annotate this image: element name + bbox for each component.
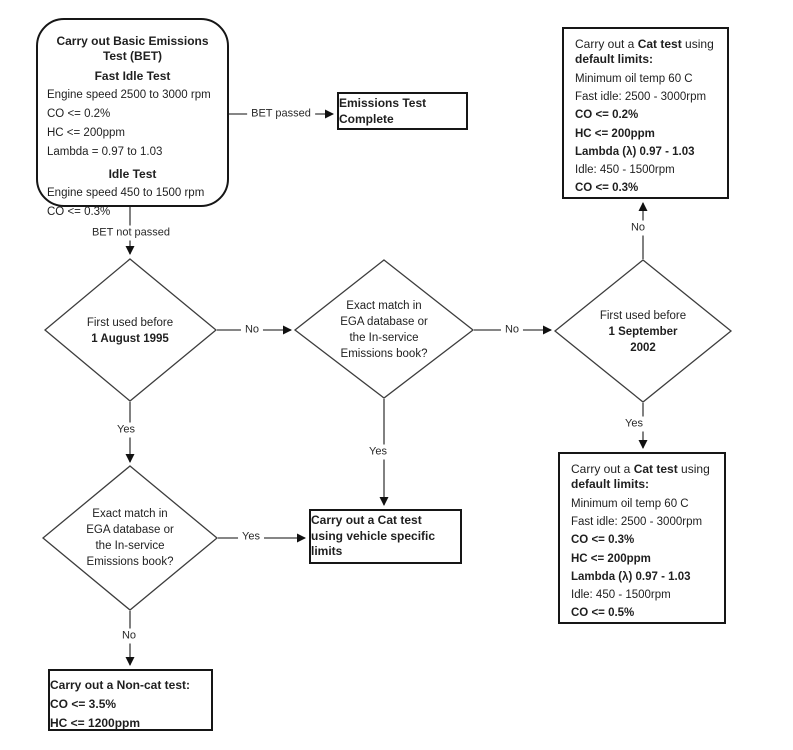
node-cat-test-default-limits-top: Carry out a Cat test using default limit… <box>562 27 729 199</box>
cat-top-line: CO <= 0.2% <box>575 109 639 122</box>
bet-title-line1: Carry out Basic Emissions <box>56 34 209 48</box>
bet-line: HC <= 200ppm <box>47 127 125 139</box>
cat-bottom-line: HC <= 200ppm <box>571 552 651 565</box>
d1995-line2: 1 August 1995 <box>91 333 169 345</box>
decision-diamond-first-used-1995 <box>43 258 218 402</box>
complete-line1: Emissions Test <box>339 96 427 110</box>
edge-label-bet-not-passed: BET not passed <box>87 225 175 241</box>
vehicle-line3: limits <box>311 544 343 559</box>
bet-line: Engine speed 2500 to 3000 rpm <box>47 89 211 101</box>
edge-label-no-1995-to-middle: No <box>240 322 264 338</box>
diamond-label-ega-match-lower: Exact match in EGA database or the In-se… <box>86 506 174 570</box>
cat-top-line: HC <= 200ppm <box>575 127 655 140</box>
node-cat-test-vehicle-specific: Carry out a Cat test using vehicle speci… <box>309 509 462 564</box>
node-emissions-test-complete: Emissions Test Complete <box>337 92 468 130</box>
cat-bottom-line: Idle: 450 - 1500rpm <box>571 589 671 602</box>
vehicle-line1: Carry out a Cat test <box>311 513 422 528</box>
complete-line2: Complete <box>339 112 394 126</box>
edge-label-bet-passed: BET passed <box>247 106 315 122</box>
cat-bottom-heading-b1: Cat test <box>633 462 678 476</box>
cat-bottom-heading-r1: Carry out a <box>571 462 634 476</box>
cat-top-line: CO <= 0.3% <box>575 182 639 195</box>
noncat-line3: HC <= 1200ppm <box>50 716 141 730</box>
dmid-line: EGA database or <box>340 316 428 328</box>
cat-bottom-line: Minimum oil temp 60 C <box>571 498 689 510</box>
cat-top-line: Idle: 450 - 1500rpm <box>575 164 675 177</box>
dlow-line: Exact match in <box>92 508 168 520</box>
decision-diamond-ega-match-lower <box>41 465 219 611</box>
diamond-label-first-used-2002: First used before 1 September 2002 <box>600 308 686 356</box>
dmid-line: the In-service <box>349 332 419 344</box>
d1995-line1: First used before <box>86 317 174 329</box>
dmid-line: Emissions book? <box>340 348 428 360</box>
cat-top-line: Fast idle: 2500 - 3000rpm <box>575 91 707 104</box>
node-basic-emissions-test: Carry out Basic Emissions Test (BET) Fas… <box>36 18 229 218</box>
d2002-line2: 1 September <box>608 326 678 338</box>
cat-top-heading-b1: Cat test <box>637 37 682 51</box>
edge-label-yes-2002-down: Yes <box>621 416 647 432</box>
bet-line: Engine speed 450 to 1500 rpm <box>47 187 205 199</box>
cat-bottom-line: Lambda (λ) 0.97 - 1.03 <box>571 570 691 583</box>
dlow-line: the In-service <box>95 540 165 552</box>
decision-diamond-first-used-2002 <box>553 259 733 403</box>
cat-bottom-heading: Carry out a Cat test using default limit… <box>571 462 724 492</box>
dmid-line: Exact match in <box>346 300 422 312</box>
edge-label-no-middle-to-2002: No <box>500 322 524 338</box>
dlow-line: EGA database or <box>86 524 174 536</box>
bet-title: Carry out Basic Emissions Test (BET) <box>38 20 227 64</box>
cat-bottom-line: Fast idle: 2500 - 3000rpm <box>571 516 703 529</box>
bet-title-line2: Test (BET) <box>102 49 163 63</box>
diamond-label-ega-match-middle: Exact match in EGA database or the In-se… <box>340 298 428 362</box>
bet-line: CO <= 0.2% <box>47 108 111 120</box>
vehicle-line2: using vehicle specific <box>311 528 436 543</box>
cat-top-heading-r2: using <box>681 37 714 51</box>
edge-label-yes-lower-right: Yes <box>238 529 264 545</box>
noncat-line1: Carry out a Non-cat test: <box>50 678 191 692</box>
d2002-line1: First used before <box>599 310 687 322</box>
bet-fast-idle-lines: Engine speed 2500 to 3000 rpm CO <= 0.2%… <box>38 86 227 162</box>
decision-diamond-ega-match-middle <box>293 259 475 399</box>
node-non-cat-test: Carry out a Non-cat test: CO <= 3.5% HC … <box>48 669 213 731</box>
edge-label-no-2002-to-top: No <box>626 220 650 236</box>
cat-top-line: Lambda (λ) 0.97 - 1.03 <box>575 145 695 158</box>
diamond-label-first-used-1995: First used before 1 August 1995 <box>87 315 173 347</box>
cat-top-line: Minimum oil temp 60 C <box>575 73 693 85</box>
d2002-line3: 2002 <box>630 342 656 354</box>
cat-top-heading: Carry out a Cat test using default limit… <box>575 37 727 67</box>
cat-top-heading-b2: default limits: <box>575 52 654 66</box>
edge-label-no-lower-down: No <box>117 628 141 644</box>
cat-bottom-heading-b2: default limits: <box>571 477 650 491</box>
cat-bottom-line: CO <= 0.3% <box>571 534 635 547</box>
edge-label-yes-1995-down: Yes <box>113 422 139 438</box>
bet-line: Lambda = 0.97 to 1.03 <box>47 146 163 158</box>
cat-top-heading-r1: Carry out a <box>575 37 638 51</box>
bet-idle-heading: Idle Test <box>108 167 157 181</box>
node-cat-test-default-limits-bottom: Carry out a Cat test using default limit… <box>558 452 726 624</box>
dlow-line: Emissions book? <box>86 556 174 568</box>
noncat-line2: CO <= 3.5% <box>50 697 117 711</box>
edge-label-yes-middle-down: Yes <box>365 444 391 460</box>
bet-idle-lines: Engine speed 450 to 1500 rpm CO <= 0.3% <box>38 184 227 222</box>
bet-fast-idle-heading: Fast Idle Test <box>94 69 171 83</box>
cat-bottom-heading-r2: using <box>677 462 710 476</box>
cat-bottom-line: CO <= 0.5% <box>571 607 635 620</box>
bet-line: CO <= 0.3% <box>47 206 111 218</box>
